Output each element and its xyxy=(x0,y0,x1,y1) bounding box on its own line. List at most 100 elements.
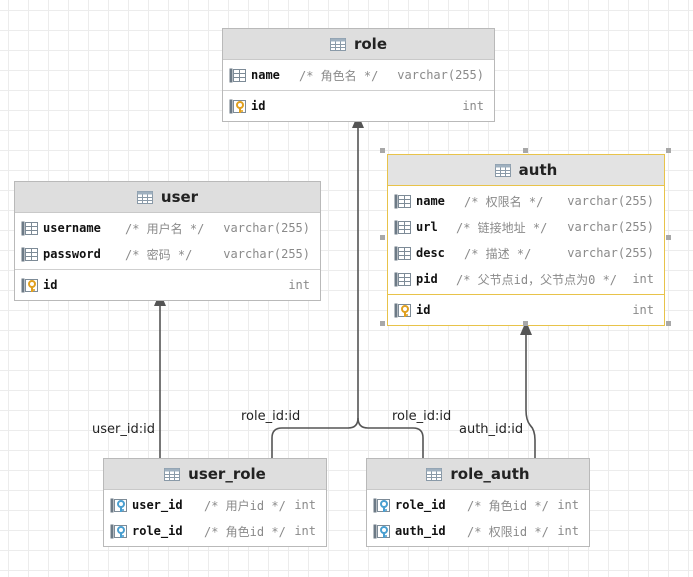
column-name: name xyxy=(416,194,445,208)
column-row[interactable]: role_id /* 角色id */ int xyxy=(104,518,326,544)
column-comment: /* 用户名 */ xyxy=(125,221,205,236)
column-type: int xyxy=(632,272,654,286)
table-title: role_auth xyxy=(450,465,530,483)
table-title: role xyxy=(353,35,388,53)
column-row[interactable]: id int xyxy=(15,272,320,298)
table-header[interactable]: role_auth xyxy=(367,459,589,490)
column-type: int xyxy=(557,498,579,512)
column-row[interactable]: name /* 权限名 */ varchar(255) xyxy=(388,188,664,214)
column-row[interactable]: pid /* 父节点id，父节点为0 */ int xyxy=(388,266,664,292)
foreign-key-icon xyxy=(110,524,127,539)
table-icon xyxy=(164,468,180,481)
resize-handle[interactable] xyxy=(666,235,671,240)
column-comment: /* 角色名 */ xyxy=(299,68,379,83)
column-comment: /* 用户id */ xyxy=(204,498,286,513)
column-name: url xyxy=(416,220,438,234)
column-row[interactable]: desc /* 描述 */ varchar(255) xyxy=(388,240,664,266)
column-type: int xyxy=(294,498,316,512)
column-row[interactable]: user_id /* 用户id */ int xyxy=(104,492,326,518)
table-role[interactable]: role name /* 角色名 */ varchar(255) id int xyxy=(222,28,495,122)
table-icon xyxy=(426,468,442,481)
foreign-key-icon xyxy=(110,498,127,513)
table-header[interactable]: user_role xyxy=(104,459,326,490)
column-comment: /* 权限名 */ xyxy=(464,194,544,209)
column-name: id xyxy=(416,303,431,317)
resize-handle[interactable] xyxy=(380,235,385,240)
column-row[interactable]: id int xyxy=(388,297,664,323)
table-header[interactable]: role xyxy=(223,29,494,60)
column-type: varchar(255) xyxy=(223,221,310,235)
column-type: int xyxy=(288,278,310,292)
column-icon xyxy=(21,221,38,236)
edge-role-auth-to-auth[interactable] xyxy=(520,321,536,459)
column-type: varchar(255) xyxy=(397,68,484,82)
column-name: auth_id xyxy=(395,524,446,538)
table-icon xyxy=(137,191,153,204)
column-comment: /* 角色id */ xyxy=(467,498,549,513)
column-icon xyxy=(229,68,246,83)
column-comment: /* 描述 */ xyxy=(464,246,532,261)
column-name: id xyxy=(251,99,266,113)
table-icon xyxy=(330,38,346,51)
foreign-key-icon xyxy=(373,524,390,539)
column-type: int xyxy=(632,303,654,317)
resize-handle[interactable] xyxy=(666,321,671,326)
column-type: varchar(255) xyxy=(567,194,654,208)
edge-role-auth-to-role[interactable] xyxy=(357,417,424,459)
column-name: id xyxy=(43,278,58,292)
column-name: password xyxy=(43,247,101,261)
table-auth[interactable]: auth name /* 权限名 */ varchar(255) url /* … xyxy=(387,154,665,326)
column-row[interactable]: name /* 角色名 */ varchar(255) xyxy=(223,62,494,88)
primary-key-icon xyxy=(394,303,411,318)
column-type: int xyxy=(557,524,579,538)
relation-label-user-role-role: role_id:id xyxy=(241,409,301,424)
table-role-auth[interactable]: role_auth role_id /* 角色id */ int auth_id… xyxy=(366,458,590,547)
column-comment: /* 父节点id，父节点为0 */ xyxy=(456,272,618,287)
table-header[interactable]: auth xyxy=(388,155,664,186)
column-comment: /* 权限id */ xyxy=(467,524,549,539)
column-name: username xyxy=(43,221,101,235)
column-row[interactable]: id int xyxy=(223,93,494,119)
column-icon xyxy=(394,246,411,261)
relation-label-role-auth-role: role_id:id xyxy=(392,409,452,424)
relation-label-user-role-user: user_id:id xyxy=(92,422,155,437)
column-row[interactable]: password /* 密码 */ varchar(255) xyxy=(15,241,320,267)
column-name: user_id xyxy=(132,498,183,512)
resize-handle[interactable] xyxy=(666,148,671,153)
column-icon xyxy=(394,220,411,235)
primary-key-icon xyxy=(229,99,246,114)
relation-label-role-auth-auth: auth_id:id xyxy=(459,422,524,437)
column-row[interactable]: auth_id /* 权限id */ int xyxy=(367,518,589,544)
column-type: int xyxy=(294,524,316,538)
column-name: desc xyxy=(416,246,445,260)
column-type: varchar(255) xyxy=(567,246,654,260)
column-name: pid xyxy=(416,272,438,286)
edge-user-role-to-user[interactable] xyxy=(154,292,166,459)
table-user-role[interactable]: user_role user_id /* 用户id */ int role_id… xyxy=(103,458,327,547)
column-type: int xyxy=(462,99,484,113)
column-comment: /* 链接地址 */ xyxy=(456,220,548,235)
column-name: role_id xyxy=(132,524,183,538)
column-row[interactable]: url /* 链接地址 */ varchar(255) xyxy=(388,214,664,240)
table-title: user xyxy=(160,188,199,206)
table-header[interactable]: user xyxy=(15,182,320,213)
resize-handle[interactable] xyxy=(523,321,528,326)
resize-handle[interactable] xyxy=(523,148,528,153)
table-icon xyxy=(495,164,511,177)
column-name: role_id xyxy=(395,498,446,512)
column-icon xyxy=(394,272,411,287)
column-row[interactable]: role_id /* 角色id */ int xyxy=(367,492,589,518)
table-title: auth xyxy=(518,161,558,179)
column-comment: /* 角色id */ xyxy=(204,524,286,539)
column-row[interactable]: username /* 用户名 */ varchar(255) xyxy=(15,215,320,241)
table-title: user_role xyxy=(188,465,266,483)
column-name: name xyxy=(251,68,280,82)
column-type: varchar(255) xyxy=(223,247,310,261)
resize-handle[interactable] xyxy=(380,148,385,153)
column-comment: /* 密码 */ xyxy=(125,247,193,262)
table-user[interactable]: user username /* 用户名 */ varchar(255) pas… xyxy=(14,181,321,301)
resize-handle[interactable] xyxy=(380,321,385,326)
column-icon xyxy=(21,247,38,262)
column-type: varchar(255) xyxy=(567,220,654,234)
